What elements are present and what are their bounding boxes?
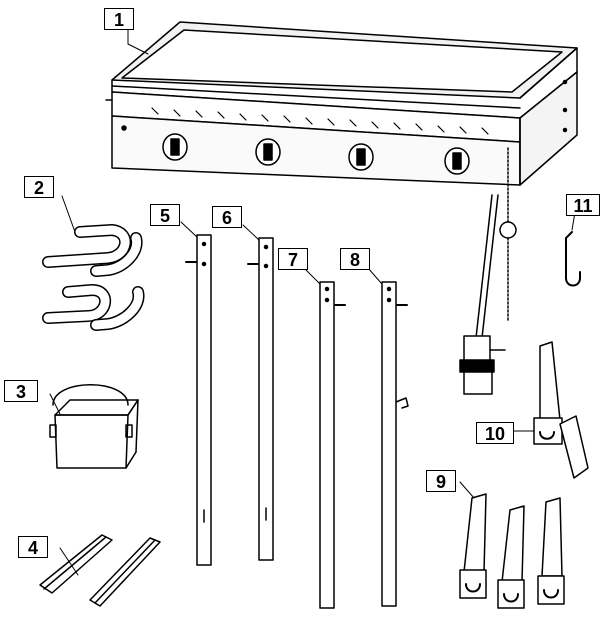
knob-icon — [162, 133, 188, 161]
hinged-bracket-icon — [533, 341, 589, 479]
part-label-3: 3 — [4, 380, 38, 402]
u-shaped-handles-icon — [42, 224, 145, 331]
part-label-10: 10 — [476, 422, 514, 444]
part-label-5: 5 — [150, 204, 180, 226]
part-label-7: 7 — [278, 248, 308, 270]
leg-icon — [381, 281, 409, 607]
leg-icon — [185, 234, 212, 566]
part-label-4: 4 — [18, 536, 48, 558]
hook-icon — [565, 231, 581, 287]
part-label-11: 11 — [566, 194, 600, 216]
part-label-1: 1 — [104, 8, 134, 30]
gas-regulator-icon — [459, 147, 517, 395]
knob-icon — [255, 138, 281, 166]
griddle-body-icon — [105, 21, 578, 186]
part-label-9: 9 — [426, 470, 456, 492]
part-label-6: 6 — [212, 206, 242, 228]
grease-cup-icon — [49, 384, 139, 469]
part-label-2: 2 — [24, 176, 54, 198]
knob-icon — [348, 143, 374, 171]
leg-icon — [319, 281, 346, 609]
leg-brackets-icon — [459, 493, 565, 609]
angle-rails-icon — [39, 534, 161, 607]
part-label-8: 8 — [340, 248, 370, 270]
leg-icon — [247, 237, 274, 561]
knob-icon — [444, 147, 470, 175]
